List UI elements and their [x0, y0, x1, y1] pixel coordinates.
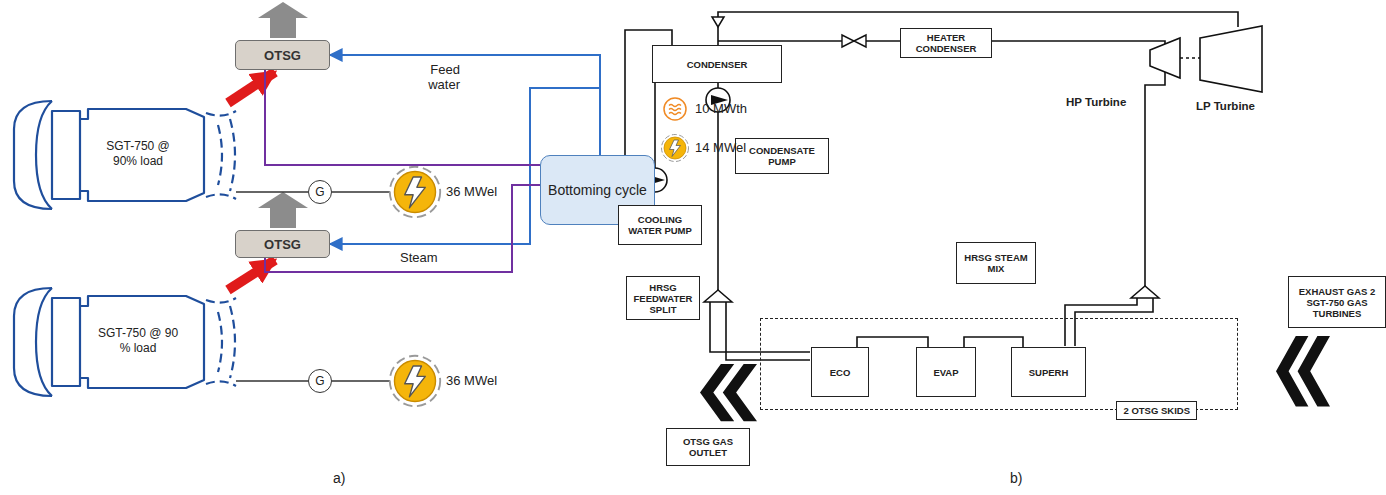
label-box: EXHAUST GAS 2 SGT-750 GAS TURBINES	[1288, 276, 1386, 328]
evap-box: EVAP	[916, 347, 976, 397]
annotation-label: 14 MWel	[695, 140, 746, 155]
label-box: HRSG STEAM MIX	[956, 242, 1036, 284]
otsg-box: OTSG	[235, 40, 330, 70]
node-text: CONDENSER	[687, 59, 748, 70]
flow-connector	[236, 380, 308, 382]
node-text: OTSG	[264, 237, 301, 252]
annotation-label: HP Turbine	[1066, 96, 1126, 108]
flow-connector	[857, 337, 928, 347]
gas-turbine: SGT-750 @ 90 % load	[8, 282, 240, 402]
otsg-skid-region: 2 OTSG SKIDSECOEVAPSUPERH	[760, 318, 1238, 410]
node-text: EXHAUST GAS 2 SGT-750 GAS TURBINES	[1291, 286, 1383, 319]
flow-connector	[236, 191, 308, 193]
flow-connector	[228, 72, 275, 103]
annotation-label: a)	[333, 470, 345, 486]
node-text: CONDENSATE PUMP	[738, 145, 826, 167]
region-label: 2 OTSG SKIDS	[1116, 401, 1197, 420]
flow-connector	[330, 55, 600, 155]
generator-circle: G	[308, 180, 332, 204]
flow-connector	[964, 337, 1023, 347]
node-text: COOLING WATER PUMP	[621, 214, 699, 236]
node-text: HRSG STEAM MIX	[959, 252, 1033, 274]
annotation-label: 36 MWel	[446, 373, 497, 388]
annotation-label: LP Turbine	[1196, 100, 1255, 112]
annotation-label: Steam	[400, 250, 438, 265]
annotation-label: b)	[1010, 470, 1022, 486]
label-box: COOLING WATER PUMP	[618, 205, 702, 245]
flow-connector	[228, 260, 275, 290]
label-box: CONDENSATE PUMP	[735, 138, 829, 174]
eco-box: ECO	[811, 347, 869, 397]
annotation-label: Feed water	[408, 62, 460, 92]
node-text: G	[315, 185, 324, 199]
condenser-box: CONDENSER	[652, 45, 782, 83]
node-text: OTSG	[264, 48, 301, 63]
heater-box: HEATER CONDENSER	[900, 28, 992, 58]
node-text: OTSG GAS OUTLET	[669, 436, 747, 458]
label-box: OTSG GAS OUTLET	[666, 428, 750, 466]
node-text: Bottoming cycle	[548, 182, 647, 198]
node-text: ECO	[830, 367, 851, 378]
node-text: SGT-750 @ 90 % load	[96, 326, 180, 356]
generator-circle: G	[308, 369, 332, 393]
node-text: G	[315, 374, 324, 388]
label-box: HRSG FEEDWATER SPLIT	[626, 276, 700, 320]
gas-turbine: SGT-750 @ 90% load	[8, 95, 240, 215]
node-text: SUPERH	[1029, 367, 1069, 378]
node-text: SGT-750 @ 90% load	[96, 139, 180, 169]
flow-connector	[265, 70, 540, 165]
otsg-box: OTSG	[235, 230, 330, 258]
flow-connector	[265, 185, 540, 272]
superheater-box: SUPERH	[1011, 347, 1086, 397]
annotation-label: 36 MWel	[446, 184, 497, 199]
annotation-label: 10 MWth	[695, 101, 747, 116]
node-text: HRSG FEEDWATER SPLIT	[629, 282, 697, 315]
node-text: HEATER CONDENSER	[903, 32, 989, 54]
node-text: EVAP	[933, 367, 958, 378]
